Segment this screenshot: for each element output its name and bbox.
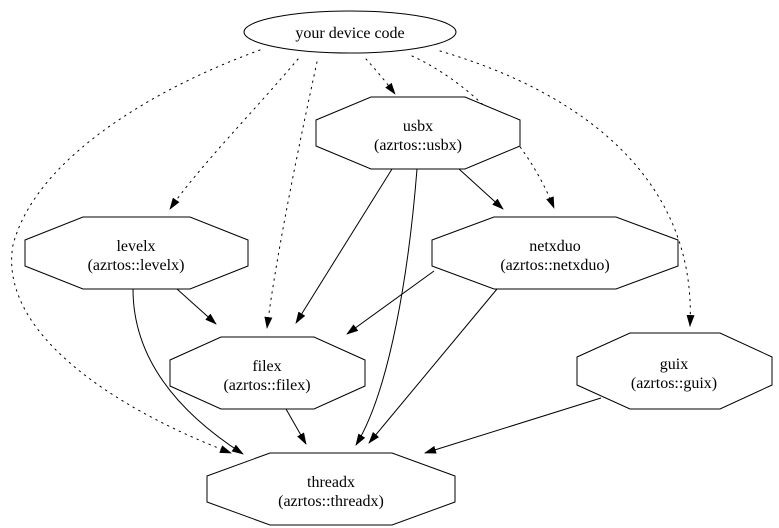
edge-levelx-filex [176, 288, 217, 325]
edge-netxduo-threadx [368, 288, 498, 444]
guix-label: guix [660, 356, 688, 373]
edge-device-code-usbx [365, 58, 396, 95]
threadx-octagon [206, 452, 456, 526]
edge-device-code-filex [264, 61, 318, 329]
levelx-label: levelx [116, 238, 155, 255]
usbx-label: usbx [403, 118, 433, 135]
guix-octagon [576, 332, 773, 410]
node-guix: guix (azrtos::guix) [576, 332, 773, 410]
node-netxduo: netxduo (azrtos::netxduo) [431, 216, 679, 290]
threadx-label: threadx [307, 474, 355, 491]
filex-package-label: (azrtos::filex) [223, 377, 310, 394]
levelx-octagon [24, 216, 249, 290]
netxduo-label: netxduo [529, 238, 581, 255]
levelx-package-label: (azrtos::levelx) [88, 257, 185, 274]
device-code-ellipse [243, 10, 457, 54]
node-usbx: usbx (azrtos::usbx) [315, 96, 521, 170]
filex-octagon [169, 336, 366, 410]
edge-guix-threadx [424, 397, 602, 454]
node-levelx: levelx (azrtos::levelx) [24, 216, 249, 290]
edge-usbx-filex [295, 168, 393, 324]
threadx-package-label: (azrtos::threadx) [278, 493, 384, 510]
node-device-code: your device code [243, 10, 457, 54]
netxduo-package-label: (azrtos::netxduo) [500, 257, 609, 274]
edge-levelx-threadx [132, 288, 244, 455]
node-filex: filex (azrtos::filex) [169, 336, 366, 410]
edge-usbx-netxduo [458, 168, 504, 210]
edge-device-code-levelx [169, 58, 299, 210]
netxduo-octagon [431, 216, 679, 290]
edge-usbx-threadx [355, 168, 418, 446]
device-code-label: your device code [295, 25, 404, 42]
guix-package-label: (azrtos::guix) [631, 375, 717, 392]
edge-device-code-threadx [11, 49, 261, 454]
edge-filex-threadx [285, 408, 307, 445]
edge-netxduo-filex [346, 270, 435, 335]
filex-label: filex [252, 358, 281, 375]
usbx-octagon [315, 96, 521, 170]
node-threadx: threadx (azrtos::threadx) [206, 452, 456, 526]
usbx-package-label: (azrtos::usbx) [374, 137, 462, 154]
